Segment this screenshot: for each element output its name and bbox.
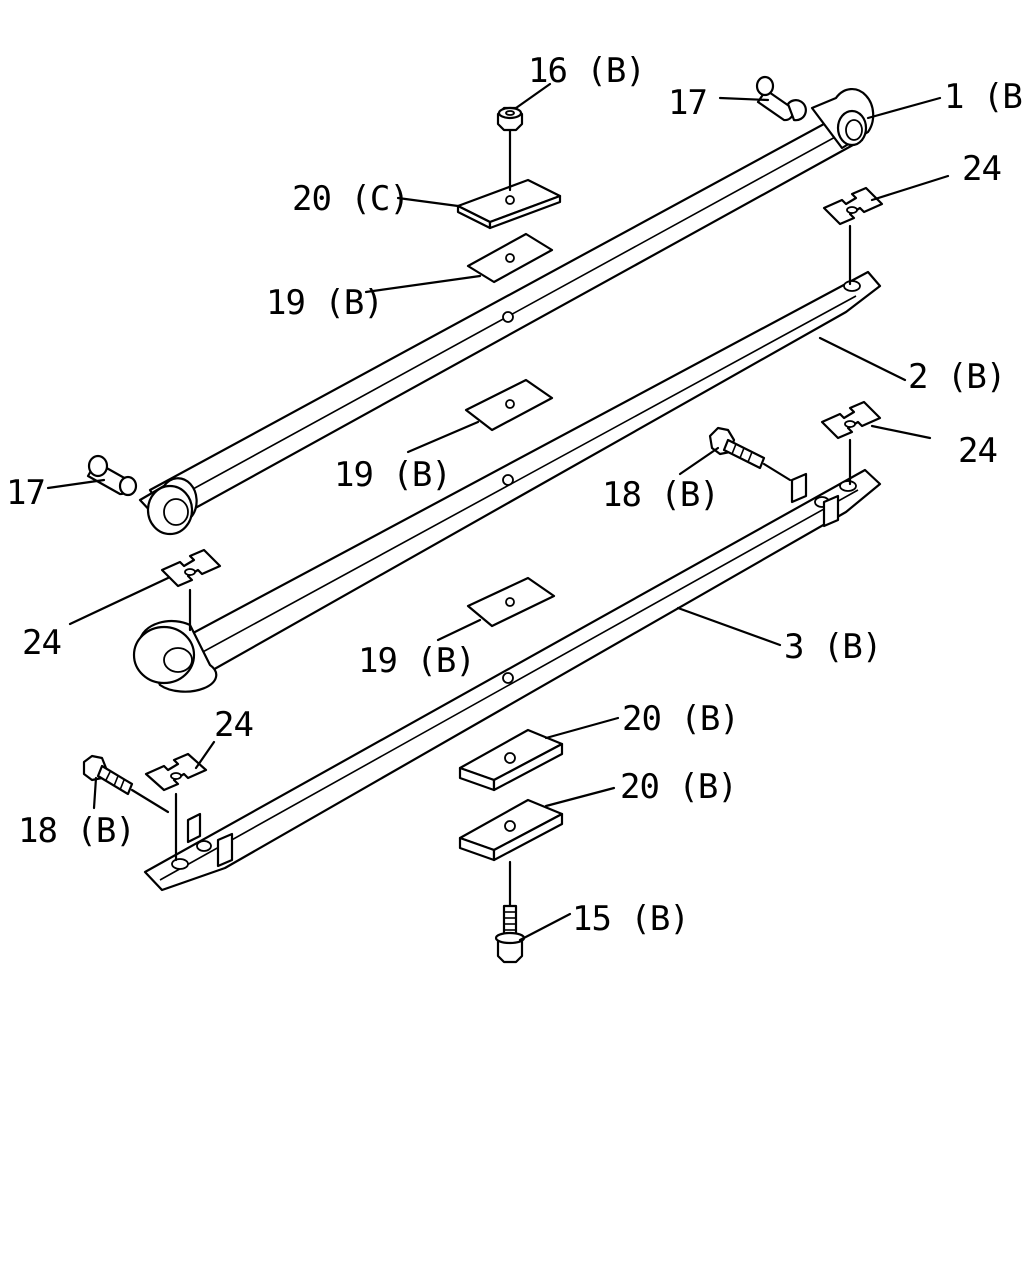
callout-20b-upper: 20 (B) — [622, 699, 739, 739]
callout-24-lower-left: 24 — [214, 705, 253, 745]
leaf-spring-1 — [138, 88, 875, 536]
callout-20c: 20 (C) — [292, 179, 409, 219]
callout-17-lower: 17 — [6, 473, 45, 513]
callout-24-middle-left: 24 — [22, 623, 61, 663]
callout-16b: 16 (B) — [528, 51, 645, 91]
callout-24-upper-right: 24 — [962, 149, 1001, 189]
insert-24-middle-right — [820, 400, 882, 486]
plate-20b-lower — [458, 798, 564, 862]
callout-19b-lower: 19 (B) — [358, 641, 475, 681]
pin-17-lower — [86, 454, 138, 497]
callout-19b-middle: 19 (B) — [334, 455, 451, 495]
plate-20c — [456, 178, 562, 230]
callout-1b: 1 (B) — [944, 77, 1024, 117]
leaf-2-hole — [502, 474, 514, 486]
center-bolt-hole — [502, 311, 514, 323]
callout-17-upper: 17 — [668, 83, 707, 123]
bolt-18b-left — [82, 754, 170, 814]
plate-20b-upper — [458, 728, 564, 792]
callout-24-middle-right: 24 — [958, 431, 997, 471]
nut-16b — [496, 106, 524, 192]
callout-3b: 3 (B) — [784, 627, 881, 667]
leaf-spring-3 — [143, 468, 882, 892]
callout-18b-right: 18 (B) — [602, 475, 719, 515]
callout-15b: 15 (B) — [572, 899, 689, 939]
leaf-eye-front — [810, 88, 875, 150]
bolt-15b — [494, 860, 526, 964]
rebound-clip — [186, 472, 840, 868]
leader-lines — [46, 82, 950, 942]
leaf-2-end-slot — [843, 280, 861, 292]
callout-19b-upper: 19 (B) — [266, 283, 383, 323]
callout-20b-lower: 20 (B) — [620, 767, 737, 807]
insert-24-upper-right — [822, 186, 884, 286]
callout-18b-left: 18 (B) — [18, 811, 135, 851]
leaf-spring-2 — [132, 270, 882, 693]
pin-17-upper — [755, 75, 807, 122]
callout-2b: 2 (B) — [908, 357, 1005, 397]
insert-24-lower-left — [144, 752, 208, 862]
leaf-2-rear-eye — [132, 619, 218, 693]
bolt-18b-right — [708, 426, 792, 482]
insert-24-middle-left — [160, 548, 222, 632]
leaf-3-hole — [502, 672, 514, 684]
leaf-eye-rear — [138, 477, 198, 536]
